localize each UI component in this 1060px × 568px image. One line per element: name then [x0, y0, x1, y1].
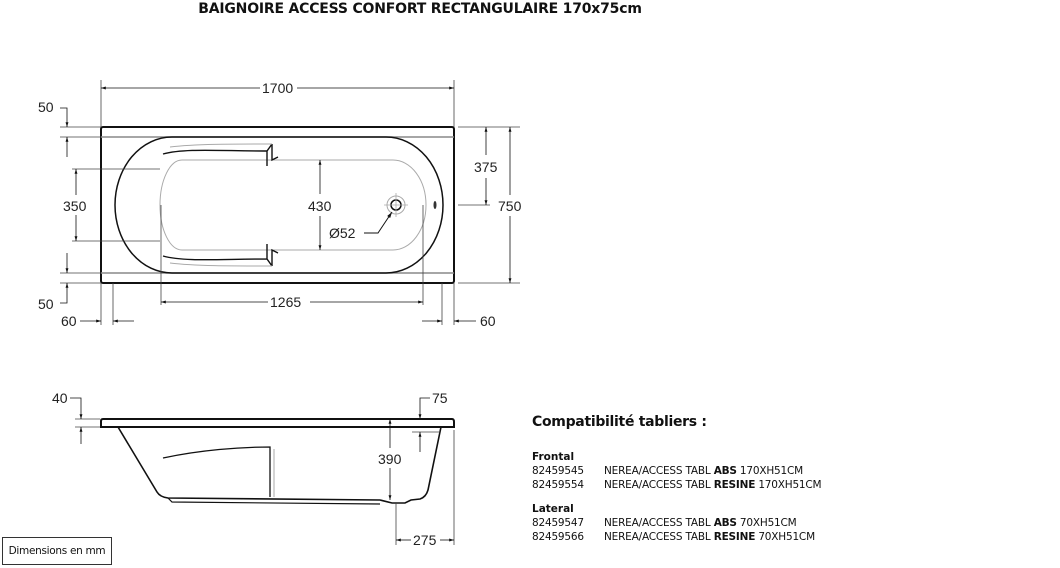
desc-size: 170XH51CM [755, 479, 822, 491]
side-view: 40 75 390 275 [52, 390, 455, 548]
compatibility-heading: Compatibilité tabliers : [532, 414, 707, 430]
product-code: 82459545 [532, 465, 584, 477]
desc-size: 170XH51CM [736, 465, 804, 477]
list-item: 82459566 NEREA/ACCESS TABL RESINE 70XH51… [532, 530, 852, 544]
desc-material: ABS [713, 465, 737, 477]
armrest-top [162, 143, 279, 166]
desc-material: RESINE [713, 479, 756, 491]
desc-prefix: NEREA/ACCESS TABL [604, 517, 714, 529]
group-label: Frontal [532, 451, 575, 463]
product-code: 82459547 [532, 517, 584, 529]
product-description: NEREA/ACCESS TABL ABS 70XH51CM [604, 516, 797, 530]
list-item: 82459554 NEREA/ACCESS TABL RESINE 170XH5… [532, 478, 852, 492]
list-item: 82459545 NEREA/ACCESS TABL ABS 170XH51CM [532, 464, 852, 478]
dim-inner-width: 430 [308, 198, 332, 214]
dim-rim-bottom: 50 [38, 296, 54, 312]
basin-outline [114, 136, 444, 274]
desc-material: ABS [713, 517, 737, 529]
dim-end-rim: 75 [432, 390, 448, 406]
dim-armrest-spacing: 350 [63, 198, 87, 214]
product-description: NEREA/ACCESS TABL RESINE 170XH51CM [604, 478, 822, 492]
drain-icon [384, 193, 408, 217]
desc-prefix: NEREA/ACCESS TABL [604, 479, 714, 491]
product-code: 82459554 [532, 479, 584, 491]
dim-overall-width: 750 [498, 198, 522, 214]
group-lateral: Lateral 82459547 NEREA/ACCESS TABL ABS 7… [532, 502, 852, 544]
side-rim [100, 418, 455, 428]
dim-end-offset-left: 60 [61, 313, 77, 329]
compatibility-panel: Compatibilité tabliers : Frontal 8245954… [532, 414, 852, 554]
dim-rim-thickness: 40 [52, 390, 68, 406]
list-item: 82459547 NEREA/ACCESS TABL ABS 70XH51CM [532, 516, 852, 530]
overflow-icon [433, 201, 437, 209]
product-description: NEREA/ACCESS TABL ABS 170XH51CM [604, 464, 803, 478]
side-body [117, 426, 442, 504]
dim-inner-length: 1265 [270, 294, 301, 310]
desc-prefix: NEREA/ACCESS TABL [604, 465, 714, 477]
group-frontal: Frontal 82459545 NEREA/ACCESS TABL ABS 1… [532, 450, 852, 492]
side-headrest [162, 446, 271, 497]
product-code: 82459566 [532, 531, 584, 543]
desc-size: 70XH51CM [755, 531, 815, 543]
basin-floor [159, 159, 427, 251]
group-label: Lateral [532, 503, 574, 515]
dim-half-width: 375 [474, 159, 498, 175]
armrest-bottom [162, 244, 279, 267]
top-view: 1700 50 350 50 430 Ø52 375 750 1265 [38, 80, 522, 329]
desc-material: RESINE [713, 531, 756, 543]
drawing-title: BAIGNOIRE ACCESS CONFORT RECTANGULAIRE 1… [198, 1, 642, 17]
units-note: Dimensions en mm [2, 537, 112, 565]
dim-drain-offset: 275 [413, 532, 437, 548]
desc-prefix: NEREA/ACCESS TABL [604, 531, 714, 543]
dim-drain-diameter: Ø52 [329, 225, 356, 241]
dim-depth: 390 [378, 451, 402, 467]
product-description: NEREA/ACCESS TABL RESINE 70XH51CM [604, 530, 815, 544]
dim-overall-length: 1700 [262, 80, 293, 96]
desc-size: 70XH51CM [736, 517, 797, 529]
dim-end-offset-right: 60 [480, 313, 496, 329]
tub-outer-rim [100, 126, 455, 284]
dim-rim-top: 50 [38, 99, 54, 115]
